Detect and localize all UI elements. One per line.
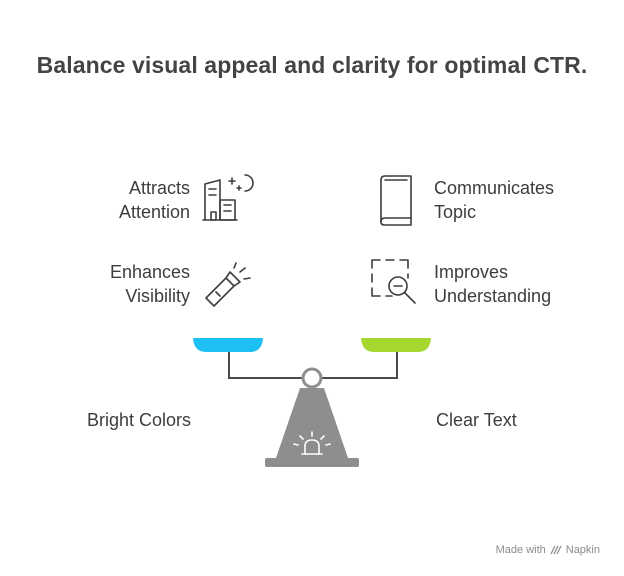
left-item-attracts-attention: Attracts Attention xyxy=(60,176,190,224)
diagram-title: Balance visual appeal and clarity for op… xyxy=(36,52,588,78)
right-item-1-line1: Improves xyxy=(434,262,509,282)
right-item-improves-understanding: Improves Understanding xyxy=(434,260,614,308)
watermark-brand: Napkin xyxy=(565,544,600,556)
watermark-prefix: Made with xyxy=(495,544,546,556)
book-icon xyxy=(380,175,412,226)
left-item-1-line1: Enhances xyxy=(109,262,190,282)
right-pan-label: Clear Text xyxy=(436,410,517,430)
left-pan-label: Bright Colors xyxy=(87,410,192,430)
left-item-0-line1: Attracts xyxy=(128,178,190,198)
scale-pivot xyxy=(301,367,323,389)
building-moon-stars-icon xyxy=(202,174,254,221)
right-item-0-line1: Communicates xyxy=(434,178,555,198)
right-item-0-line2: Topic xyxy=(434,202,477,222)
scale-base xyxy=(276,388,348,458)
napkin-logo-icon xyxy=(550,545,562,555)
right-item-1-line2: Understanding xyxy=(434,286,552,306)
right-item-communicates-topic: Communicates Topic xyxy=(434,176,614,224)
alarm-light-icon xyxy=(293,431,331,455)
zoom-out-frame-icon xyxy=(371,259,416,304)
left-item-1-line2: Visibility xyxy=(125,286,190,306)
flashlight-icon xyxy=(205,262,251,307)
left-item-0-line2: Attention xyxy=(118,202,190,222)
left-item-enhances-visibility: Enhances Visibility xyxy=(60,260,190,308)
scale-foot xyxy=(265,458,359,467)
left-pan xyxy=(193,338,263,352)
napkin-watermark[interactable]: Made with Napkin xyxy=(496,544,600,556)
right-pan xyxy=(361,338,431,352)
